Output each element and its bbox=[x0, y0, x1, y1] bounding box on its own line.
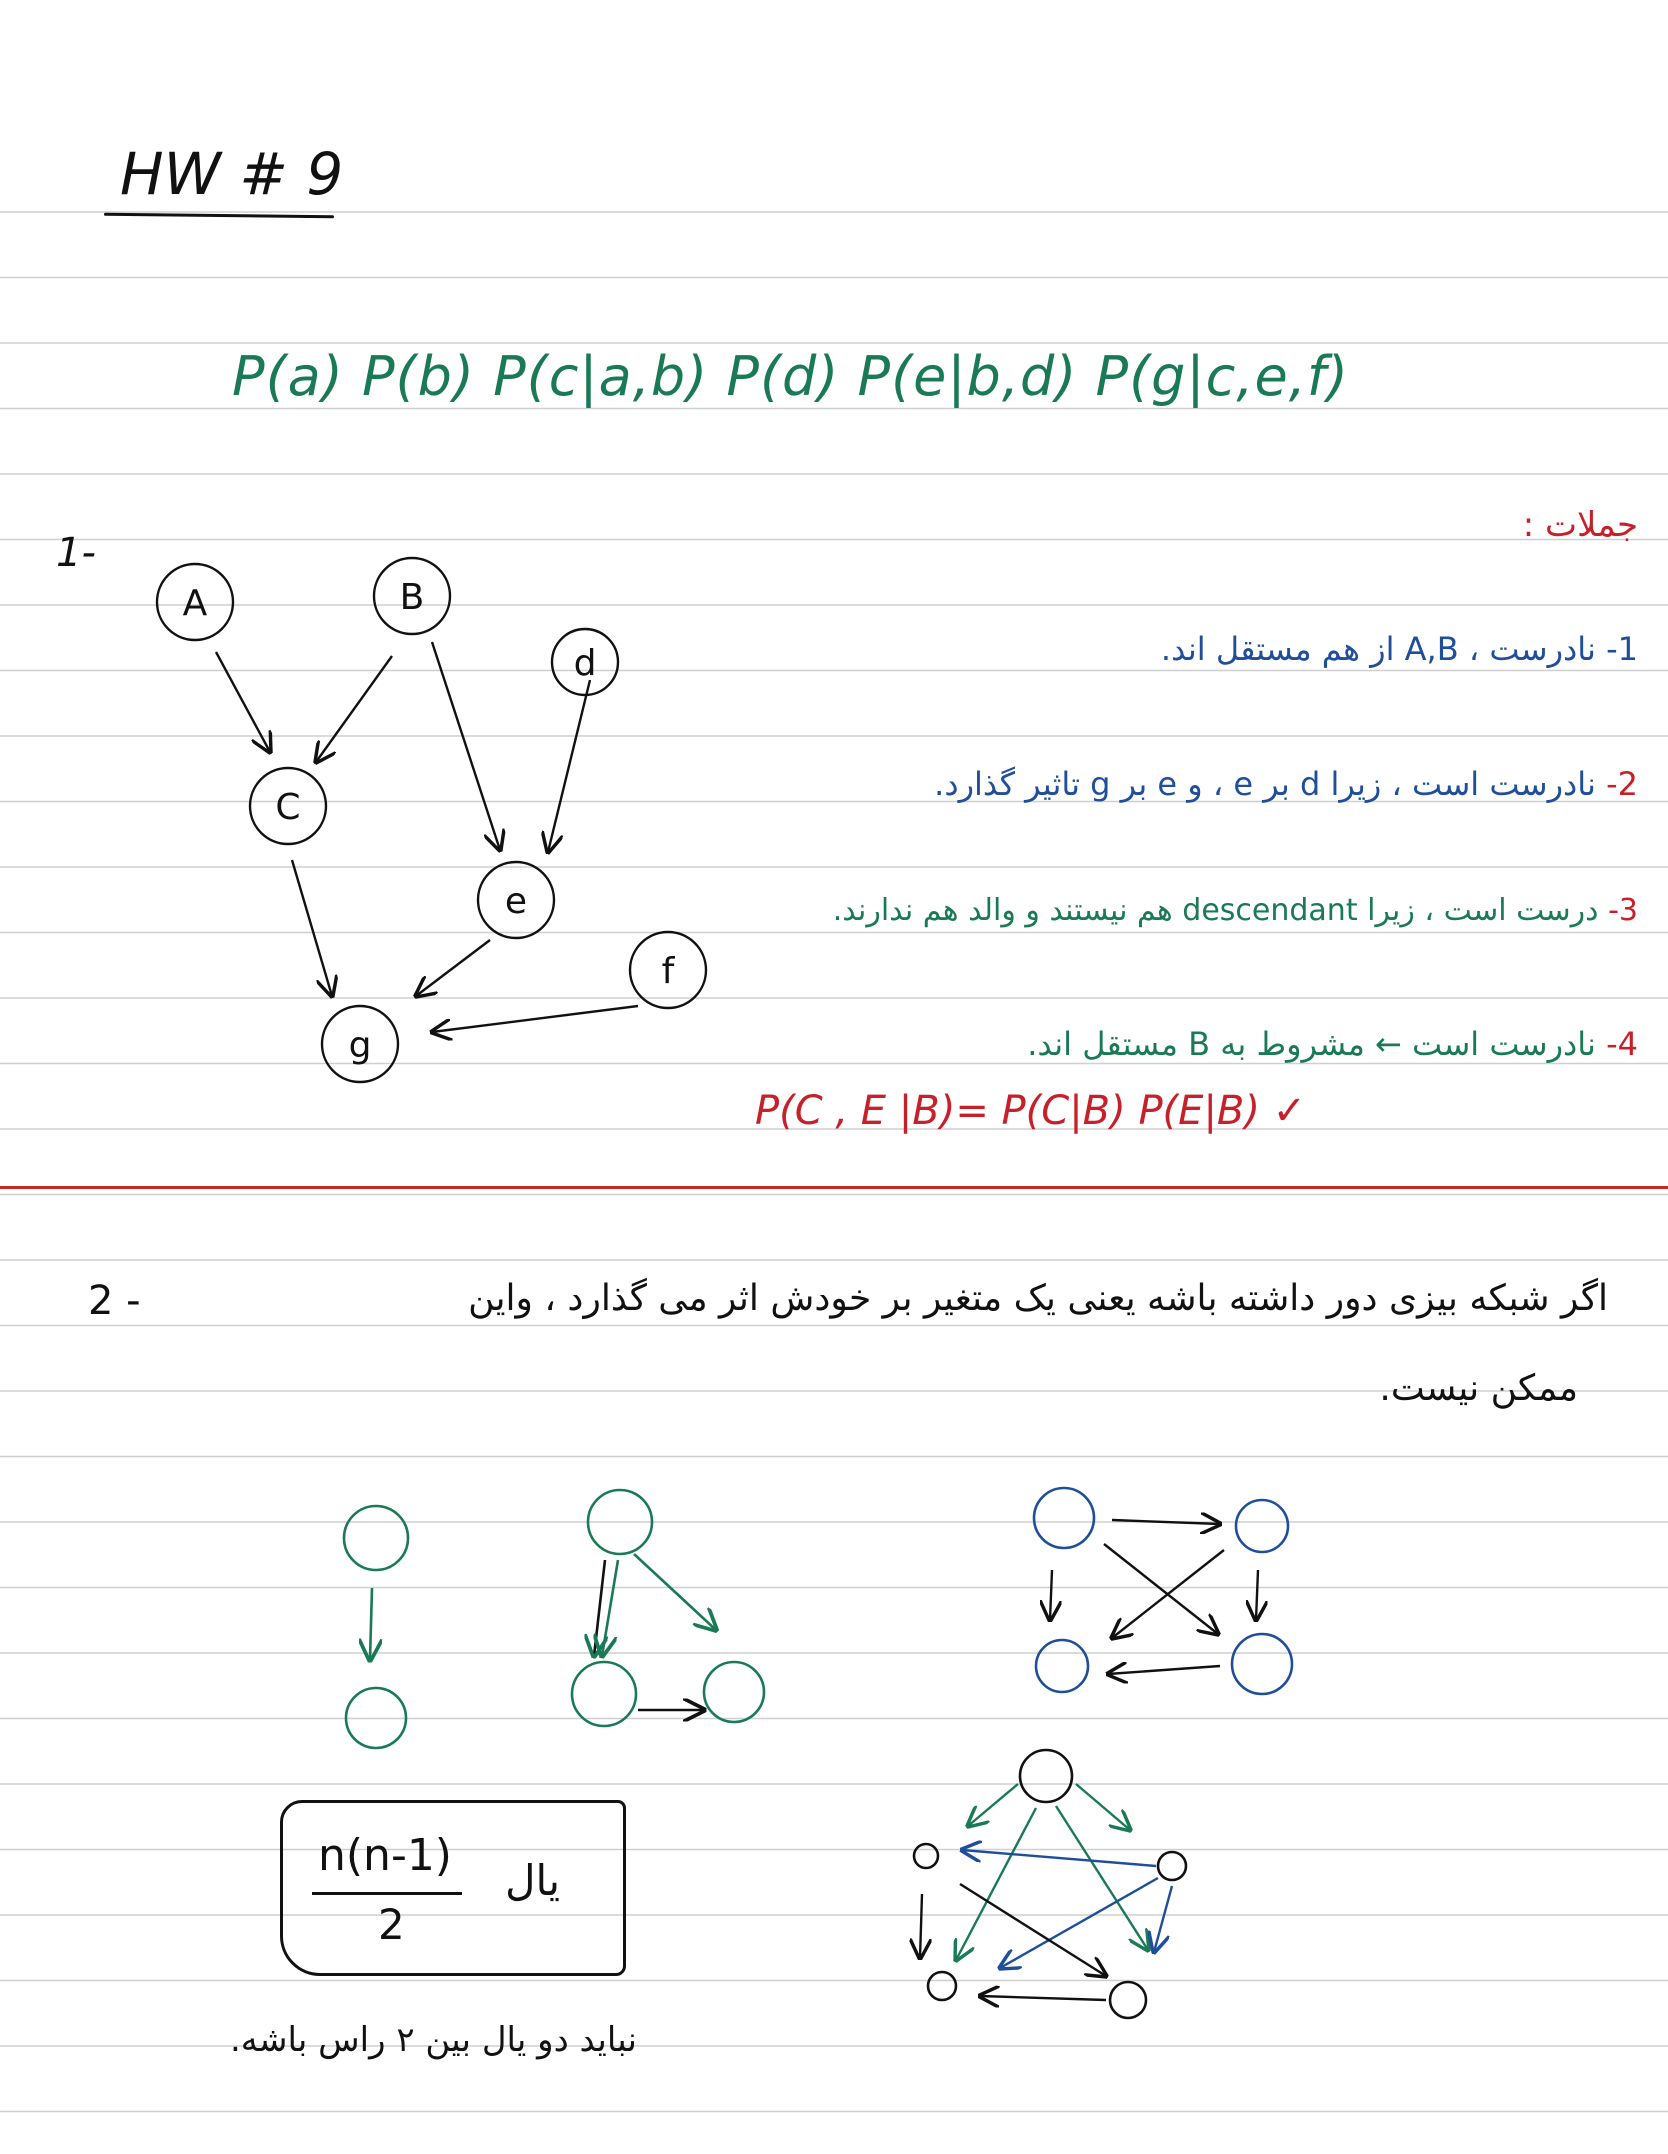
formula-numerator: n(n-1) bbox=[318, 1830, 452, 1881]
node-d bbox=[550, 627, 620, 697]
question-2-text-line-1: اگر شبکه بیزی دور داشته باشه یعنی یک متغ… bbox=[468, 1278, 1608, 1319]
edge-b-e bbox=[430, 641, 500, 850]
answer-3-number: 3- bbox=[1608, 893, 1638, 928]
edge-a-c bbox=[214, 651, 270, 752]
section-divider bbox=[0, 1186, 1668, 1189]
node-a bbox=[155, 562, 235, 642]
answer-4-text: نادرست است ← مشروط به B مستقل اند. bbox=[1027, 1025, 1596, 1063]
answer-3-text: درست است ، زیرا descendant هم نیستند و و… bbox=[832, 893, 1599, 928]
dag-two-nodes bbox=[342, 1504, 410, 1750]
edge-b-c bbox=[316, 655, 393, 762]
page-title: HW # 9 bbox=[120, 140, 344, 208]
node-e bbox=[476, 860, 556, 940]
answers-title: جملات : bbox=[1522, 505, 1638, 545]
node-b bbox=[372, 556, 452, 636]
joint-probability-formula: P(a) P(b) P(c|a,b) P(d) P(e|b,d) P(g|c,e… bbox=[232, 345, 1349, 408]
question-2-number: 2 - bbox=[88, 1278, 141, 1324]
node-d-label: d bbox=[574, 643, 597, 684]
formula-denominator: 2 bbox=[378, 1900, 405, 1949]
dag-examples bbox=[342, 1486, 1294, 2020]
answer-1-number: 1- bbox=[1606, 630, 1638, 668]
dag-five-nodes bbox=[912, 1748, 1188, 2020]
edge-f-g bbox=[432, 1004, 639, 1032]
node-f-label: f bbox=[662, 951, 676, 992]
fraction-bar bbox=[312, 1892, 462, 1895]
q2-note: نباید دو یال بین ۲ راس باشه. bbox=[230, 2020, 637, 2060]
question-1-number: 1- bbox=[56, 530, 96, 576]
node-e-label: e bbox=[505, 881, 527, 922]
edge-c-g bbox=[290, 859, 332, 996]
conditional-independence-equation: P(C , E |B)= P(C|B) P(E|B) ✓ bbox=[755, 1088, 1307, 1134]
answer-1-text: نادرست ، A,B از هم مستقل اند. bbox=[1160, 630, 1596, 668]
node-f bbox=[628, 930, 708, 1010]
max-edges-box bbox=[280, 1800, 626, 1976]
answer-2-text: نادرست است ، زیرا d بر e ، و e بر g تاثی… bbox=[934, 765, 1596, 803]
bayes-network-graph: A B d C e f g bbox=[155, 556, 708, 1084]
dag-four-nodes bbox=[1032, 1486, 1294, 1696]
answer-2: 2- نادرست است ، زیرا d بر e ، و e بر g ت… bbox=[934, 765, 1638, 803]
question-2-text-line-2: ممکن نیست. bbox=[1379, 1368, 1578, 1409]
edge-d-e bbox=[548, 679, 592, 852]
answer-4-number: 4- bbox=[1606, 1025, 1638, 1063]
node-g-label: g bbox=[349, 1025, 372, 1066]
node-c-label: C bbox=[275, 787, 300, 828]
answer-1: 1- نادرست ، A,B از هم مستقل اند. bbox=[1161, 630, 1638, 668]
node-b-label: B bbox=[400, 577, 425, 618]
answer-4: 4- نادرست است ← مشروط به B مستقل اند. bbox=[1027, 1025, 1638, 1063]
dag-three-nodes bbox=[570, 1488, 766, 1728]
edge-e-g bbox=[416, 939, 491, 996]
answer-2-number: 2- bbox=[1606, 765, 1638, 803]
formula-unit: یال bbox=[505, 1856, 561, 1905]
node-g bbox=[320, 1004, 400, 1084]
node-a-label: A bbox=[183, 583, 208, 624]
answer-3: 3- درست است ، زیرا descendant هم نیستند … bbox=[833, 893, 1638, 928]
node-c bbox=[248, 766, 328, 846]
